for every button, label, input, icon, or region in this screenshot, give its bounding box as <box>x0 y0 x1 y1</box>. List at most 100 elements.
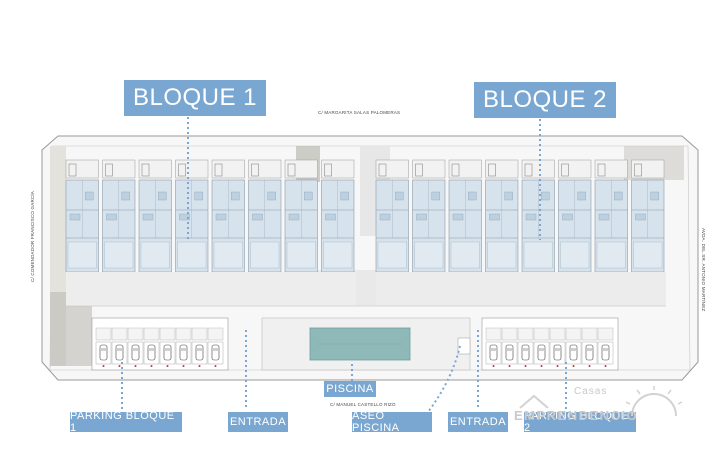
storage-room <box>565 327 582 341</box>
parking-space <box>597 341 614 365</box>
parking-space <box>533 341 550 365</box>
unit-fixture <box>158 191 167 201</box>
storage-room <box>159 327 176 341</box>
car-windshield <box>133 348 138 351</box>
unit-fixture <box>325 213 336 221</box>
unit-garage <box>558 159 592 179</box>
car-windshield <box>149 348 154 351</box>
unit-car <box>141 163 150 177</box>
unit-terrace <box>250 241 280 269</box>
space-marker <box>524 365 527 367</box>
unit-fixture <box>288 213 300 221</box>
car-windshield <box>181 348 186 351</box>
car-windshield <box>507 348 512 351</box>
unit-car <box>324 163 332 177</box>
storage-room <box>581 327 598 341</box>
unit-terrace <box>177 241 207 269</box>
unit-garage <box>321 159 355 179</box>
unit-fixture <box>452 213 464 221</box>
space-marker <box>556 365 559 367</box>
unit-car <box>524 163 533 177</box>
car-windshield <box>571 348 576 351</box>
unit-fixture <box>650 191 659 201</box>
unit-car <box>105 163 113 177</box>
unit-terrace <box>487 241 517 269</box>
unit-garage <box>175 159 209 179</box>
unit-car <box>378 163 387 177</box>
storage-room <box>549 327 566 341</box>
unit-terrace <box>633 241 663 269</box>
parked-car <box>521 344 530 361</box>
unit-car <box>561 163 569 177</box>
unit-fixture <box>69 213 81 221</box>
entrada-left-label: ENTRADA <box>228 412 288 432</box>
unit-garage <box>211 159 245 179</box>
car-windshield <box>213 348 218 351</box>
unit-fixture <box>85 191 94 201</box>
unit-fixture <box>267 191 276 201</box>
unit-fixture <box>468 191 477 201</box>
storage-room <box>517 327 534 341</box>
street-right: AVDA. DEL SR. ANTONIO MARTÍNEZ <box>701 228 706 312</box>
unit-fixture <box>431 191 440 201</box>
parked-car <box>147 344 156 361</box>
watermark-top-text: Casas <box>574 386 608 397</box>
parking-space <box>485 341 502 365</box>
car-windshield <box>491 348 496 351</box>
parked-car <box>99 344 108 361</box>
parking-bloque-2-area <box>481 317 619 371</box>
parking-space <box>143 341 160 365</box>
unit-fixture <box>379 213 391 221</box>
storage-room <box>533 327 550 341</box>
parked-car <box>585 344 594 361</box>
space-marker <box>118 365 121 367</box>
storage-room <box>191 327 208 341</box>
parked-car <box>505 344 514 361</box>
leader-lines <box>121 112 567 413</box>
parking-space <box>207 341 224 365</box>
space-marker <box>102 365 105 367</box>
storage-room <box>143 327 160 341</box>
unit-fixture <box>598 213 610 221</box>
unit-fixture <box>525 213 537 221</box>
car-windshield <box>587 348 592 351</box>
car-windshield <box>117 348 122 351</box>
street-left: C/ COMENDADOR FRANCISCO GARCÍA <box>30 190 35 282</box>
space-marker <box>134 365 137 367</box>
space-marker <box>166 365 169 367</box>
parked-car <box>601 344 610 361</box>
unit-terrace <box>450 241 480 269</box>
unit-car <box>178 163 186 177</box>
space-marker <box>182 365 185 367</box>
unit-fixture <box>179 213 190 221</box>
parking-space <box>549 341 566 365</box>
space-marker <box>588 365 591 367</box>
car-windshield <box>197 348 202 351</box>
unit-fixture <box>121 191 130 201</box>
unit-fixture <box>304 191 313 201</box>
unit-fixture <box>489 213 500 221</box>
parking-space <box>517 341 534 365</box>
parked-car <box>211 344 220 361</box>
unit-fixture <box>252 213 263 221</box>
watermark-logo: Casas EMPRENDENCIO <box>514 386 694 430</box>
parking-space <box>111 341 128 365</box>
space-marker <box>150 365 153 367</box>
storage-room <box>127 327 144 341</box>
unit-garage <box>65 159 99 179</box>
parking-space <box>127 341 144 365</box>
unit-terrace <box>286 241 316 269</box>
unit-fixture <box>416 213 427 221</box>
parking-space <box>175 341 192 365</box>
unit-fixture <box>504 191 513 201</box>
sun-logo-icon <box>519 386 683 417</box>
unit-garage <box>412 159 446 179</box>
space-marker <box>214 365 217 367</box>
parking-space <box>95 341 112 365</box>
space-marker <box>508 365 511 367</box>
space-marker <box>604 365 607 367</box>
space-marker <box>492 365 495 367</box>
entrada-right-label: ENTRADA <box>448 412 508 432</box>
unit-car <box>415 163 423 177</box>
